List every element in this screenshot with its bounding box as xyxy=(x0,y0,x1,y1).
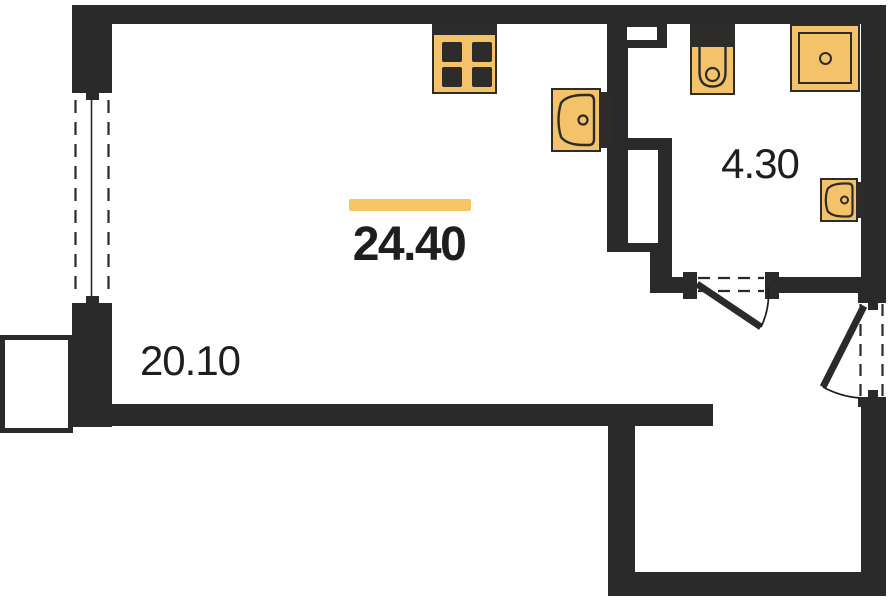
right-wall-lower xyxy=(861,400,886,596)
basin-bowl xyxy=(824,182,854,218)
wash-basin-icon xyxy=(820,178,858,222)
stove-icon xyxy=(432,33,497,94)
stove-burner xyxy=(472,67,492,87)
living-area-label: 20.10 xyxy=(139,337,241,384)
stove-burner xyxy=(442,67,462,87)
duct-shaft-middle-hole xyxy=(628,150,658,243)
shower-drain xyxy=(819,52,832,65)
bathroom-area-label: 4.30 xyxy=(721,140,800,187)
entry-door-leaf xyxy=(819,304,868,389)
shower-icon xyxy=(790,24,860,92)
bathroom-door-jamb-right xyxy=(765,272,779,299)
stove-burner xyxy=(472,42,492,62)
duct-shaft-top xyxy=(607,24,667,48)
entry-door-jamb-top-nub xyxy=(868,303,878,310)
bathroom-wall-stub xyxy=(650,252,672,279)
main-room-bottom-wall xyxy=(72,404,713,426)
entry-door-jamb-bottom xyxy=(858,397,886,407)
toilet-bowl xyxy=(698,47,727,88)
bathroom-door-jamb-left xyxy=(683,272,697,299)
bathroom-bottom-wall-right xyxy=(765,277,862,293)
top-wall xyxy=(74,5,886,24)
wash-basin-mount xyxy=(856,182,862,218)
kitchen-sink-mount xyxy=(601,92,612,148)
left-wall-upper xyxy=(72,5,112,93)
bathroom-door-leaf xyxy=(695,281,763,330)
toilet-tank xyxy=(690,24,735,45)
kitchen-sink-icon xyxy=(551,88,601,152)
total-area-label: 24.40 xyxy=(352,218,467,271)
window-sill-nub-top xyxy=(86,93,99,100)
duct-shaft-top-hole xyxy=(627,27,657,40)
left-wall-lower xyxy=(72,303,112,427)
sink-basin xyxy=(557,93,596,147)
duct-shaft-middle xyxy=(607,138,672,252)
toilet-drain xyxy=(704,66,721,83)
stove-burner xyxy=(442,42,462,62)
sink-drain xyxy=(577,114,589,126)
stove-back-strip xyxy=(432,24,497,33)
entry-door-swing-arc xyxy=(822,386,861,399)
basin-drain xyxy=(840,195,849,205)
entry-door-jamb-top xyxy=(858,293,886,303)
total-area-highlight-bar xyxy=(349,199,471,211)
shower-tray xyxy=(798,32,852,84)
right-wall-upper xyxy=(861,5,886,293)
window-sill-nub-bottom xyxy=(86,296,99,303)
balcony-outline xyxy=(0,335,73,433)
hallway-left-wall xyxy=(608,426,635,596)
toilet-icon xyxy=(690,45,735,95)
bottom-wall xyxy=(608,572,886,596)
entry-door-jamb-bottom-nub xyxy=(868,390,878,397)
